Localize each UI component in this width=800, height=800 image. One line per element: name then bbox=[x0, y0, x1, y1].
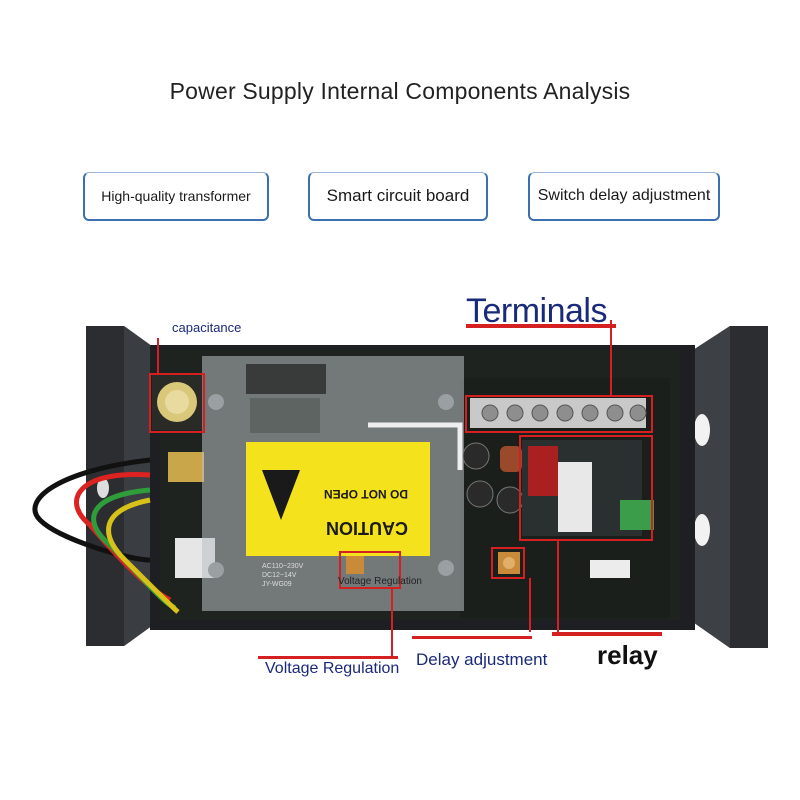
model-text: JY-WG09 bbox=[262, 581, 292, 588]
caution-text: CAUTION bbox=[326, 518, 408, 538]
screw bbox=[208, 394, 224, 410]
highlight-relay bbox=[519, 435, 653, 541]
callout-voltage-regulation: Voltage Regulation bbox=[265, 660, 400, 677]
wire-yellow bbox=[106, 497, 180, 614]
ac-rating-text: AC110~230V bbox=[262, 563, 304, 570]
terminal-screw bbox=[506, 404, 524, 422]
electrolytic-capacitor bbox=[466, 480, 494, 508]
page-title: Power Supply Internal Components Analysi… bbox=[169, 78, 631, 104]
terminal-screw bbox=[629, 404, 647, 422]
callout-relay: relay bbox=[597, 640, 658, 670]
callout-voltage-regulation-small: Voltage Regulation bbox=[338, 576, 422, 587]
terminal-screw bbox=[556, 404, 574, 422]
electrolytic-capacitor bbox=[462, 442, 490, 470]
highlight-delay bbox=[491, 547, 525, 579]
caution-sticker: CAUTION DO NOT OPEN AC110~230V DC12~14V … bbox=[246, 442, 430, 588]
callout-terminals: Terminals bbox=[466, 292, 607, 330]
feature-box-circuit-board: Smart circuit board bbox=[308, 172, 488, 221]
callout-delay-adjustment: Delay adjustment bbox=[416, 650, 548, 669]
terminal-screw bbox=[606, 404, 624, 422]
mount-hole bbox=[694, 514, 710, 546]
callout-capacitance: capacitance bbox=[172, 320, 242, 335]
esd-warning-icon bbox=[262, 470, 300, 520]
feature-label: High-quality transformer bbox=[101, 188, 251, 204]
highlight-terminals bbox=[465, 395, 653, 433]
green-terminal bbox=[620, 500, 654, 530]
highlight-capacitance bbox=[149, 373, 205, 433]
underline-voltage bbox=[258, 656, 398, 659]
terminal-screw bbox=[531, 404, 549, 422]
underline-relay bbox=[552, 632, 662, 636]
mount-hole bbox=[97, 478, 109, 498]
screw bbox=[438, 560, 454, 576]
terminal-screw bbox=[581, 404, 599, 422]
feature-label: Smart circuit board bbox=[326, 186, 470, 205]
terminal-screw bbox=[481, 404, 499, 422]
dc-rating-text: DC12~14V bbox=[262, 572, 297, 579]
underline-terminals bbox=[466, 324, 616, 328]
highlight-voltage bbox=[339, 551, 401, 589]
mount-hole bbox=[694, 414, 710, 446]
feature-box-transformer: High-quality transformer bbox=[83, 172, 269, 221]
voltage-potentiometer bbox=[346, 556, 364, 574]
do-not-open-text: DO NOT OPEN bbox=[324, 487, 408, 501]
underline-delay bbox=[412, 636, 532, 639]
screw bbox=[438, 394, 454, 410]
inductor bbox=[500, 446, 522, 472]
screw bbox=[208, 562, 224, 578]
feature-label: Switch delay adjustment bbox=[537, 187, 711, 204]
relay-sticker bbox=[558, 462, 592, 532]
feature-box-delay-adjustment: Switch delay adjustment bbox=[528, 172, 720, 221]
